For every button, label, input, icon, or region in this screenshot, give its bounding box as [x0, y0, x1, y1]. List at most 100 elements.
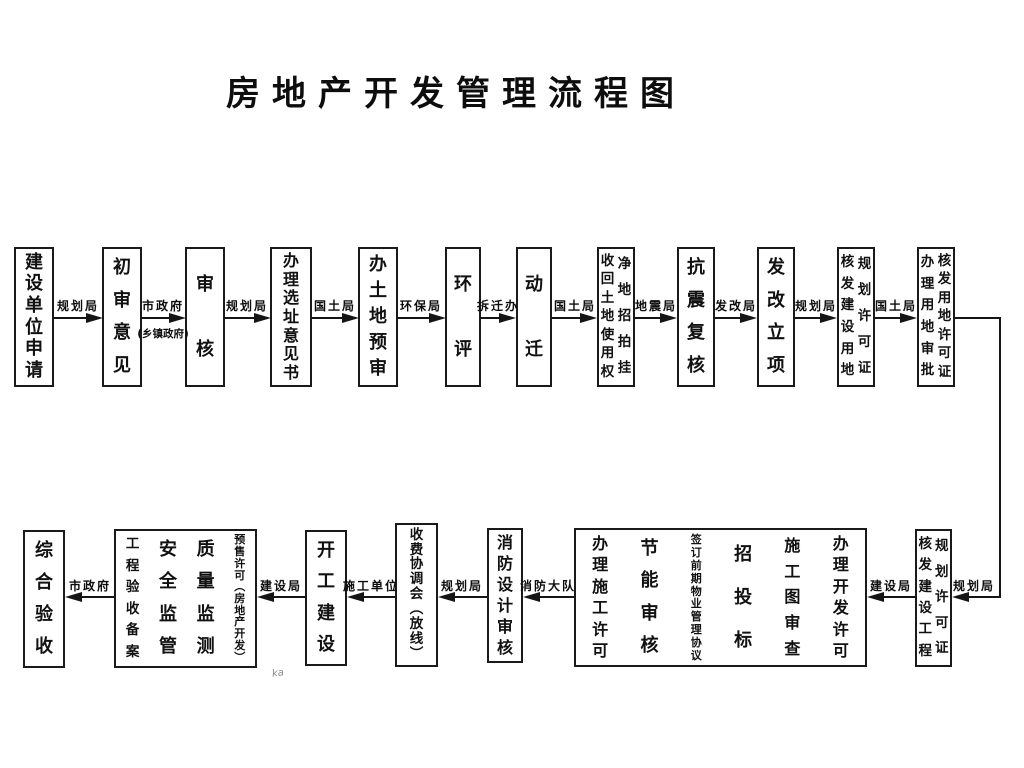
arrow-label: 建设局 — [259, 579, 302, 593]
stray-pencil-mark: ka — [271, 667, 285, 680]
flow-box-seismic-recheck: 抗震复核 — [677, 247, 715, 387]
arrow-label: 消防大队 — [519, 579, 576, 593]
arrow-line — [363, 596, 395, 598]
flow-box-reclaim-land-rights-auction: 收回土地使用权 净地招拍挂 — [597, 247, 635, 387]
arrow-label: 规划局 — [952, 579, 995, 593]
arrow-right-icon — [342, 313, 359, 323]
arrow-line — [142, 317, 170, 319]
box-text: 抗震复核 — [687, 257, 705, 376]
box-column: 预售许可︵房地产开发︶ — [234, 533, 246, 664]
arrow-line — [883, 596, 915, 598]
arrow-line — [552, 317, 581, 319]
box-text-right: 规划许可证 — [857, 256, 872, 377]
box-text: 办理选址意见书 — [282, 251, 299, 382]
box-column: 办理开发许可 — [832, 533, 849, 661]
flow-box-construction-unit-application: 建设单位申请 — [14, 247, 54, 387]
flow-box-fire-design-review: 消防设计审核 — [487, 528, 523, 663]
box-text: 发改立项 — [767, 257, 785, 376]
box-text: 建设单位申请 — [25, 251, 43, 382]
arrow-label: 建设局 — [869, 579, 912, 593]
arrow-line — [481, 317, 500, 319]
arrow-right-icon — [254, 313, 271, 323]
flow-box-land-pre-review: 办土地预审 — [358, 247, 398, 387]
arrow-right-icon — [740, 313, 757, 323]
arrow-label: 国土局 — [313, 299, 356, 313]
arrow-label: 规划局 — [225, 299, 268, 313]
arrow-line — [81, 596, 114, 598]
arrow-right-icon — [499, 313, 516, 323]
arrow-right-icon — [900, 313, 917, 323]
arrow-label: 国土局 — [874, 299, 917, 313]
flow-box-development-permits-group: 办理施工许可 节能审核 签订前期物业管理协议 招投标 施工图审查 办理开发许可 — [574, 528, 867, 667]
arrow-label: 拆迁办 — [476, 299, 519, 313]
arrow-line — [875, 317, 901, 319]
flow-box-land-planning-permit: 核发建设用地 规划许可证 — [837, 247, 875, 387]
box-text: 办土地预审 — [369, 254, 387, 379]
box-column: 办理施工许可 — [592, 533, 609, 661]
arrow-line — [795, 317, 821, 319]
box-text: 消防设计审核 — [496, 533, 513, 657]
flow-box-ndrc-project-approval: 发改立项 — [757, 247, 795, 387]
arrow-label: 国土局 — [553, 299, 596, 313]
flow-box-review: 审核 — [185, 247, 225, 387]
arrow-left-icon — [952, 592, 969, 602]
box-column: 节能审核 — [640, 538, 659, 656]
box-column: 施工图审查 — [784, 535, 801, 659]
arrow-line — [398, 317, 430, 319]
box-text-right: 净地招拍挂 — [617, 256, 632, 377]
arrow-line — [539, 596, 574, 598]
arrow-label: 规划局 — [794, 299, 837, 313]
arrow-label: 规划局 — [440, 579, 483, 593]
box-text: 综合验收 — [35, 540, 53, 657]
flow-box-environmental-assessment: 环评 — [445, 247, 481, 387]
arrow-left-icon — [257, 592, 274, 602]
arrow-left-icon — [867, 592, 884, 602]
box-text-left: 核发建设工程 — [918, 535, 933, 659]
connector-line — [999, 317, 1001, 597]
arrow-left-icon — [523, 592, 540, 602]
arrow-line — [715, 317, 741, 319]
flow-box-site-selection-opinion: 办理选址意见书 — [270, 247, 312, 387]
arrow-left-icon — [65, 592, 82, 602]
arrow-right-icon — [86, 313, 103, 323]
arrow-sublabel: (乡镇政府) — [137, 328, 189, 340]
flow-box-fee-coordination-meeting: 收费协调会︵放线︶ — [395, 523, 438, 667]
box-column: 工程验收备案 — [125, 536, 140, 660]
box-text: 收费协调会︵放线︶ — [409, 526, 424, 662]
box-column: 安全监管 — [158, 539, 177, 657]
box-column: 招投标 — [734, 543, 753, 651]
arrow-label: 规划局 — [56, 299, 99, 313]
box-column: 签订前期物业管理协议 — [690, 532, 702, 662]
arrow-right-icon — [820, 313, 837, 323]
arrow-line — [635, 317, 661, 319]
arrow-line — [312, 317, 343, 319]
box-text-right: 规划许可证 — [935, 538, 949, 657]
flow-box-land-use-permit-approval: 办理用地审批 核发用地许可证 — [917, 247, 955, 387]
box-text: 动迁 — [525, 273, 543, 360]
flow-box-relocation: 动迁 — [516, 247, 552, 387]
box-text: 审核 — [196, 273, 214, 360]
arrow-right-icon — [429, 313, 446, 323]
box-text: 开工建设 — [317, 539, 335, 656]
arrow-label: 发改局 — [714, 299, 757, 313]
flow-box-comprehensive-acceptance: 综合验收 — [23, 530, 65, 668]
box-text: 环评 — [454, 273, 472, 360]
arrow-line — [225, 317, 255, 319]
flow-box-preliminary-review-opinion: 初审意见 — [102, 247, 142, 387]
arrow-label: 市政府 — [68, 579, 111, 593]
box-text-right: 核发用地许可证 — [937, 252, 952, 380]
arrow-left-icon — [438, 592, 455, 602]
arrow-line — [454, 596, 487, 598]
arrow-label: 施工单位 — [342, 579, 399, 593]
arrow-right-icon — [580, 313, 597, 323]
arrow-line — [273, 596, 305, 598]
flow-box-construction-project-planning-permit: 核发建设工程 规划许可证 — [915, 529, 952, 667]
flowchart-title: 房地产开发管理流程图 — [226, 74, 686, 114]
arrow-right-icon — [660, 313, 677, 323]
connector-line — [955, 317, 1001, 319]
arrow-label: 环保局 — [399, 299, 442, 313]
box-text: 初审意见 — [113, 257, 131, 376]
box-column: 质量监测 — [196, 539, 215, 657]
arrow-left-icon — [347, 592, 364, 602]
